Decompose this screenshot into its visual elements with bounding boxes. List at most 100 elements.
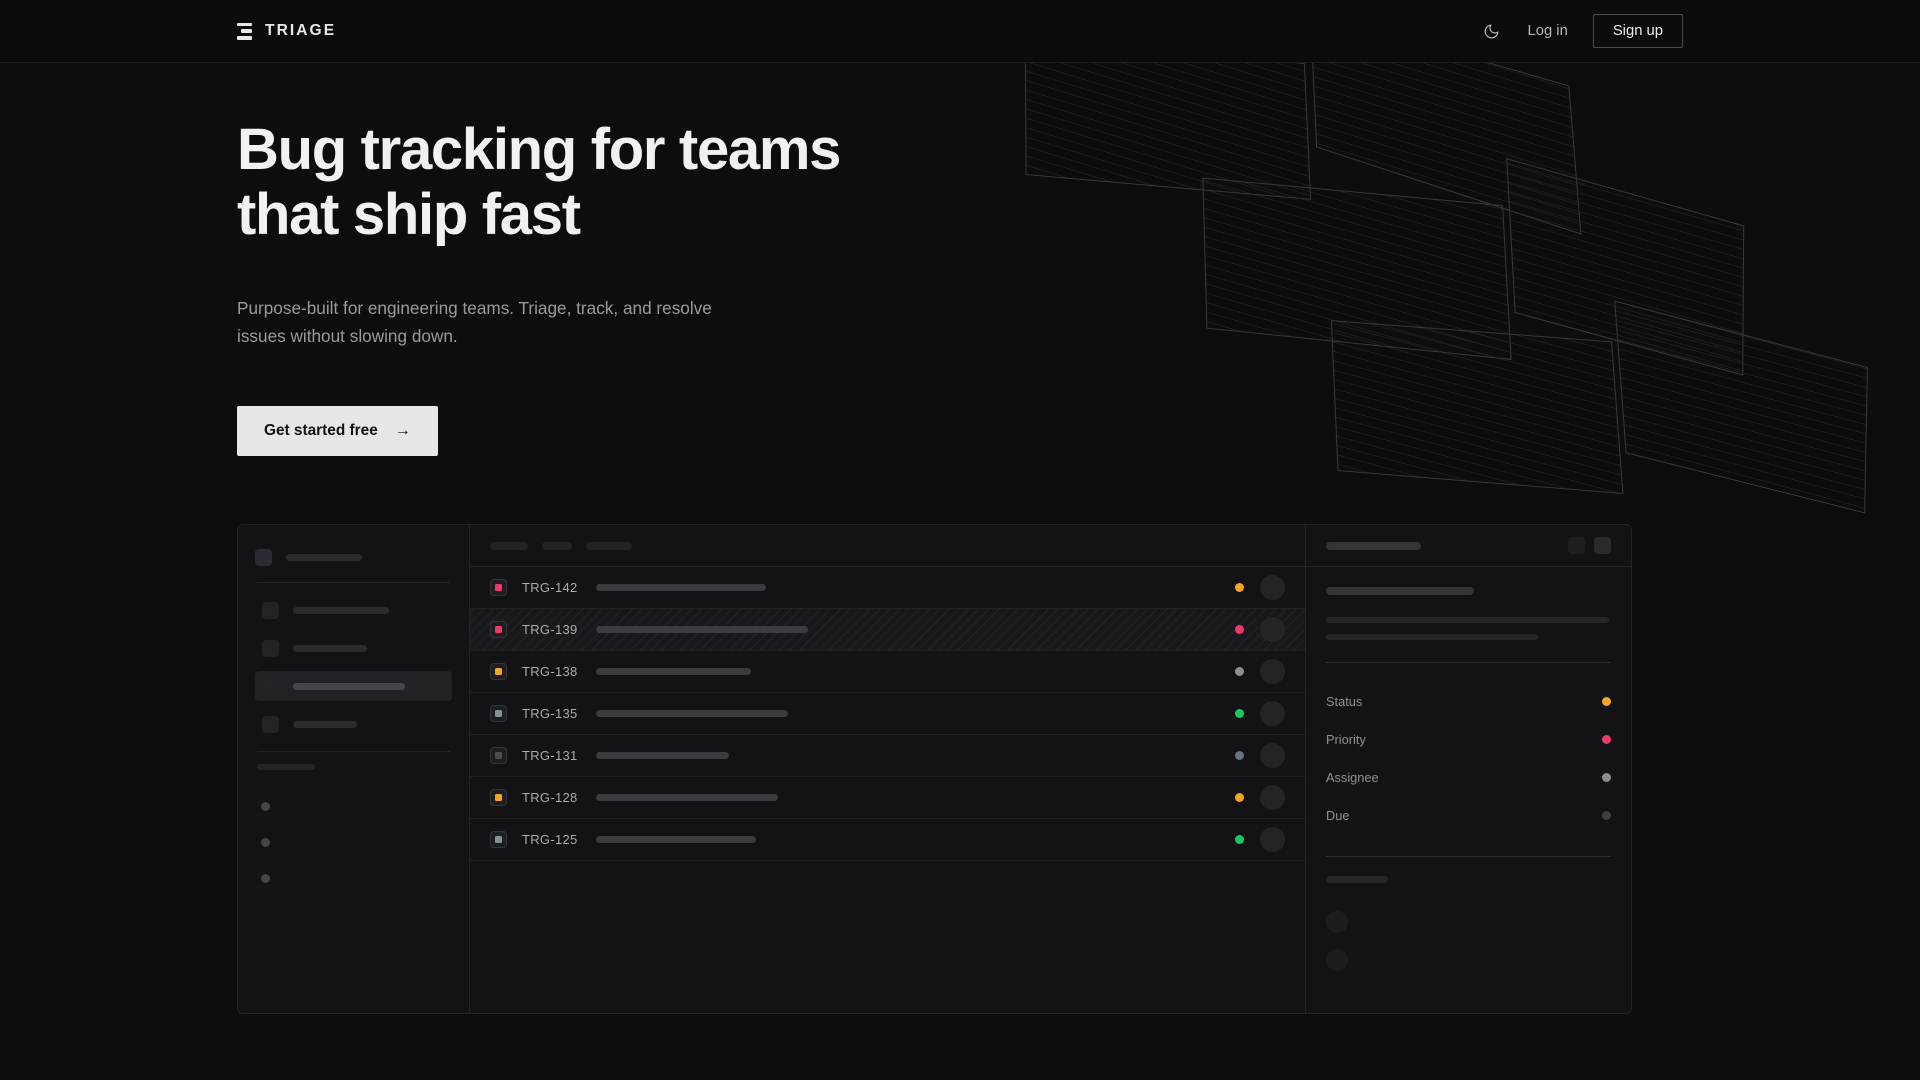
status-badge [1235, 835, 1244, 844]
detail-action-icon-1[interactable] [1568, 537, 1585, 554]
issue-id: TRG-139 [522, 622, 578, 637]
get-started-button[interactable]: Get started free → [237, 405, 438, 456]
status-badge [1235, 709, 1244, 718]
issue-title-placeholder [596, 794, 778, 801]
issue-type-badge [490, 621, 507, 638]
brand-logo[interactable]: TRIAGE [237, 22, 336, 40]
field-value-indicator [1602, 772, 1611, 782]
signup-button[interactable]: Sign up [1592, 14, 1683, 48]
detail-field-assignee[interactable]: Assignee [1326, 758, 1611, 796]
sidebar-item-label [293, 682, 405, 690]
status-badge [1235, 667, 1244, 676]
table-row[interactable]: TRG-125 [470, 819, 1305, 861]
sidebar-item-3[interactable] [255, 709, 452, 739]
sidebar-item-icon [262, 601, 279, 619]
avatar[interactable] [1260, 785, 1285, 810]
avatar[interactable] [1260, 659, 1285, 684]
activity-label-placeholder [1326, 876, 1388, 883]
sidebar-item-2[interactable] [255, 671, 452, 701]
avatar[interactable] [1260, 575, 1285, 600]
issue-id: TRG-125 [522, 832, 578, 847]
login-link[interactable]: Log in [1527, 23, 1568, 39]
avatar[interactable] [1260, 827, 1285, 852]
detail-action-icon-2[interactable] [1594, 537, 1611, 554]
detail-field-priority[interactable]: Priority [1326, 720, 1611, 758]
hero-subheadline: Purpose-built for engineering teams. Tri… [237, 297, 712, 346]
table-row[interactable]: TRG-131 [470, 735, 1305, 777]
sidebar-item-0[interactable] [255, 595, 452, 625]
project-dot-icon [261, 801, 270, 811]
field-value-indicator [1602, 810, 1611, 820]
table-row[interactable]: TRG-142 [470, 567, 1305, 609]
status-badge [1235, 583, 1244, 592]
table-row[interactable]: TRG-135 [470, 693, 1305, 735]
sidebar-divider-2 [257, 751, 450, 752]
sidebar-item-1[interactable] [255, 633, 452, 663]
detail-header-actions [1568, 537, 1611, 554]
toolbar-control-0[interactable] [490, 541, 528, 550]
top-navigation-bar: TRIAGE Log in Sign up [0, 0, 1920, 63]
workspace-avatar [255, 548, 272, 566]
issue-title-placeholder [596, 836, 756, 843]
status-badge [1235, 793, 1244, 802]
avatar[interactable] [1326, 911, 1348, 933]
sidebar-item-icon [262, 677, 279, 695]
sidebar-item-label [293, 644, 367, 652]
issue-list-toolbar [470, 525, 1305, 567]
toolbar-control-1[interactable] [542, 541, 572, 550]
row-meta [1235, 827, 1285, 852]
project-dot-icon [261, 873, 270, 883]
row-meta [1235, 617, 1285, 642]
headline-line-2: that ship fast [237, 181, 581, 247]
issue-title-placeholder [596, 710, 788, 717]
avatar[interactable] [1260, 743, 1285, 768]
field-label: Status [1326, 693, 1363, 709]
sidebar-project-item[interactable] [255, 788, 452, 824]
row-meta [1235, 575, 1285, 600]
field-value-indicator [1602, 734, 1611, 744]
issue-type-badge [490, 705, 507, 722]
avatar[interactable] [1326, 949, 1348, 971]
status-badge [1235, 625, 1244, 634]
sidebar-item-label [293, 720, 357, 728]
detail-description-placeholders [1326, 617, 1611, 640]
issue-title-placeholder [596, 668, 751, 675]
detail-heading-placeholder [1326, 587, 1474, 595]
issue-title-placeholder [596, 626, 808, 633]
issue-type-badge [490, 789, 507, 806]
detail-divider-2 [1326, 856, 1611, 857]
sidebar-project-item[interactable] [255, 860, 452, 896]
comment-avatars [1326, 903, 1611, 979]
avatar[interactable] [1260, 701, 1285, 726]
sidebar-item-icon [262, 639, 279, 657]
sidebar-nav-list [255, 595, 452, 739]
field-label: Due [1326, 807, 1350, 823]
triage-logo-icon [237, 22, 252, 40]
table-row[interactable]: TRG-128 [470, 777, 1305, 819]
avatar[interactable] [1260, 617, 1285, 642]
detail-field-due[interactable]: Due [1326, 796, 1611, 834]
sidebar-section-label [257, 764, 315, 770]
sidebar-project-item[interactable] [255, 824, 452, 860]
row-meta [1235, 659, 1285, 684]
issue-type-badge [490, 747, 507, 764]
detail-panel-header [1306, 525, 1631, 567]
toolbar-control-2[interactable] [586, 541, 632, 550]
workspace-name-placeholder [286, 553, 362, 561]
moon-icon[interactable] [1480, 20, 1502, 42]
table-row[interactable]: TRG-138 [470, 651, 1305, 693]
issue-type-badge [490, 831, 507, 848]
detail-field-status[interactable]: Status [1326, 682, 1611, 720]
issue-title-placeholder [596, 752, 729, 759]
sidebar-workspace-switcher[interactable] [255, 544, 452, 570]
arrow-right-icon: → [394, 421, 411, 439]
issue-id: TRG-128 [522, 790, 578, 805]
brand-name: TRIAGE [265, 22, 337, 39]
detail-title-placeholder [1326, 541, 1421, 550]
table-row[interactable]: TRG-139 [470, 609, 1305, 651]
issue-title-placeholder [596, 584, 766, 591]
sidebar-item-label [293, 606, 389, 614]
